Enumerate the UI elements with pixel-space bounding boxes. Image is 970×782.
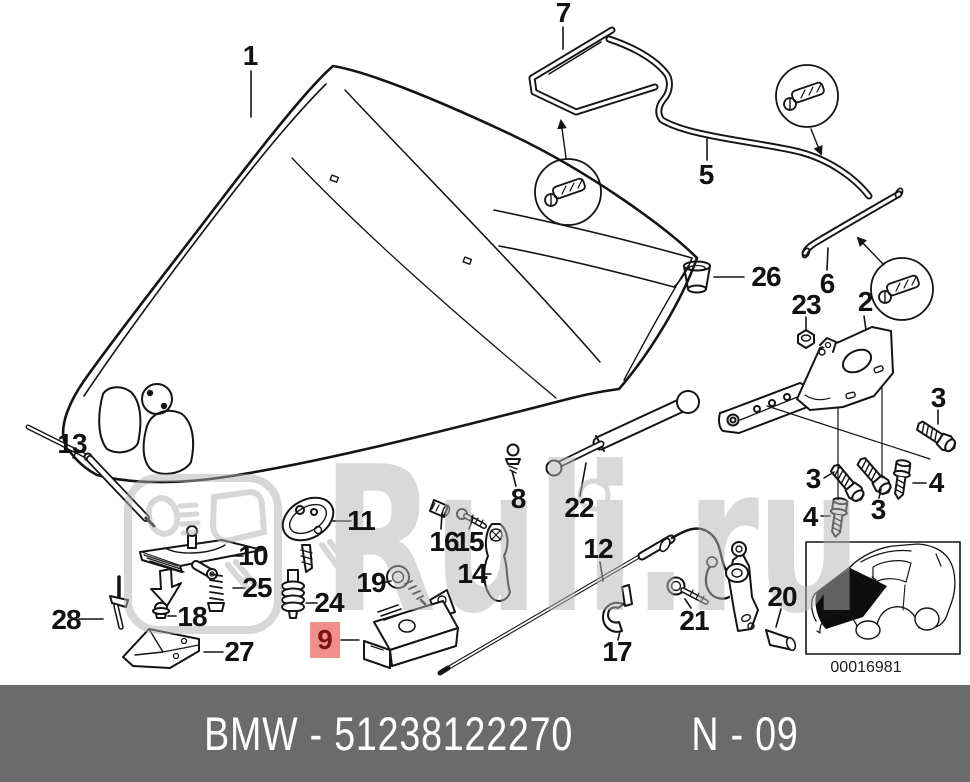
part-23-nut — [797, 329, 815, 349]
part-label-3b: 3 — [805, 463, 822, 494]
part-label-8: 8 — [510, 483, 527, 514]
part-label-6: 6 — [819, 268, 836, 299]
part-15-bolt — [456, 508, 487, 529]
part-5-seal — [605, 35, 873, 200]
part-label-11: 11 — [347, 505, 376, 536]
part-7-seal — [528, 26, 659, 116]
part-20-latch — [704, 541, 797, 652]
footer-bar: BMW - 51238122270 N - 09 — [0, 685, 970, 782]
part-label-18: 18 — [177, 601, 207, 632]
part-label-4b: 4 — [802, 501, 819, 532]
part-22-gas-strut — [545, 390, 700, 477]
car-thumbnail: 00016981 — [805, 541, 961, 676]
part-label-4a: 4 — [928, 467, 945, 498]
part-label-10: 10 — [238, 540, 268, 571]
part-6-seal — [801, 187, 904, 259]
part-26-cap — [683, 260, 711, 294]
part-label-20: 20 — [767, 581, 797, 612]
part-label-23: 23 — [791, 289, 821, 320]
part-label-25: 25 — [242, 572, 272, 603]
part-label-13: 13 — [57, 428, 87, 459]
part-label-14: 14 — [457, 558, 487, 589]
part-8-ball-pin — [505, 443, 521, 474]
part-18-stop — [152, 601, 170, 619]
part-9-lock — [363, 589, 459, 669]
part-label-21: 21 — [679, 605, 709, 636]
footer-code: N - 09 — [690, 707, 799, 760]
part-label-1: 1 — [242, 40, 259, 71]
part-label-27: 27 — [224, 636, 254, 667]
part-label-7: 7 — [555, 0, 572, 28]
part-16-sleeve — [429, 499, 451, 518]
part-label-15: 15 — [454, 526, 484, 557]
part-label-28: 28 — [51, 604, 81, 635]
part-21-bolt — [666, 576, 709, 605]
part-label-3c: 3 — [870, 494, 887, 525]
footer-part-number: BMW - 51238122270 — [204, 707, 574, 760]
part-label-26: 26 — [751, 261, 781, 292]
inset-image-number: 00016981 — [830, 659, 901, 676]
part-label-12: 12 — [583, 533, 613, 564]
part-27-bracket — [122, 628, 200, 669]
part-19-screw — [386, 565, 427, 606]
part-2-hinge — [718, 326, 894, 434]
part-label-19: 19 — [356, 567, 386, 598]
part-label-16: 16 — [429, 526, 459, 557]
part-28-rivet — [109, 575, 129, 630]
part-label-22: 22 — [564, 492, 594, 523]
part-label-3a: 3 — [930, 382, 947, 413]
part-24-buffer — [281, 569, 305, 619]
part-1-hood — [61, 64, 699, 484]
part-label-2: 2 — [857, 286, 874, 317]
part-13-prop-rod — [25, 424, 156, 528]
part-label-17: 17 — [602, 636, 632, 667]
seal-detail-circles — [534, 64, 934, 321]
part-label-24: 24 — [314, 587, 344, 618]
part-17-clip — [602, 584, 633, 633]
part-14-lever — [483, 523, 511, 602]
part-label-5: 5 — [698, 159, 715, 190]
highlighted-part-label-9: 9 — [310, 622, 340, 658]
part-11-plate — [281, 496, 335, 573]
part-25-spring-screw — [207, 573, 225, 612]
part-12-cable — [437, 527, 736, 676]
